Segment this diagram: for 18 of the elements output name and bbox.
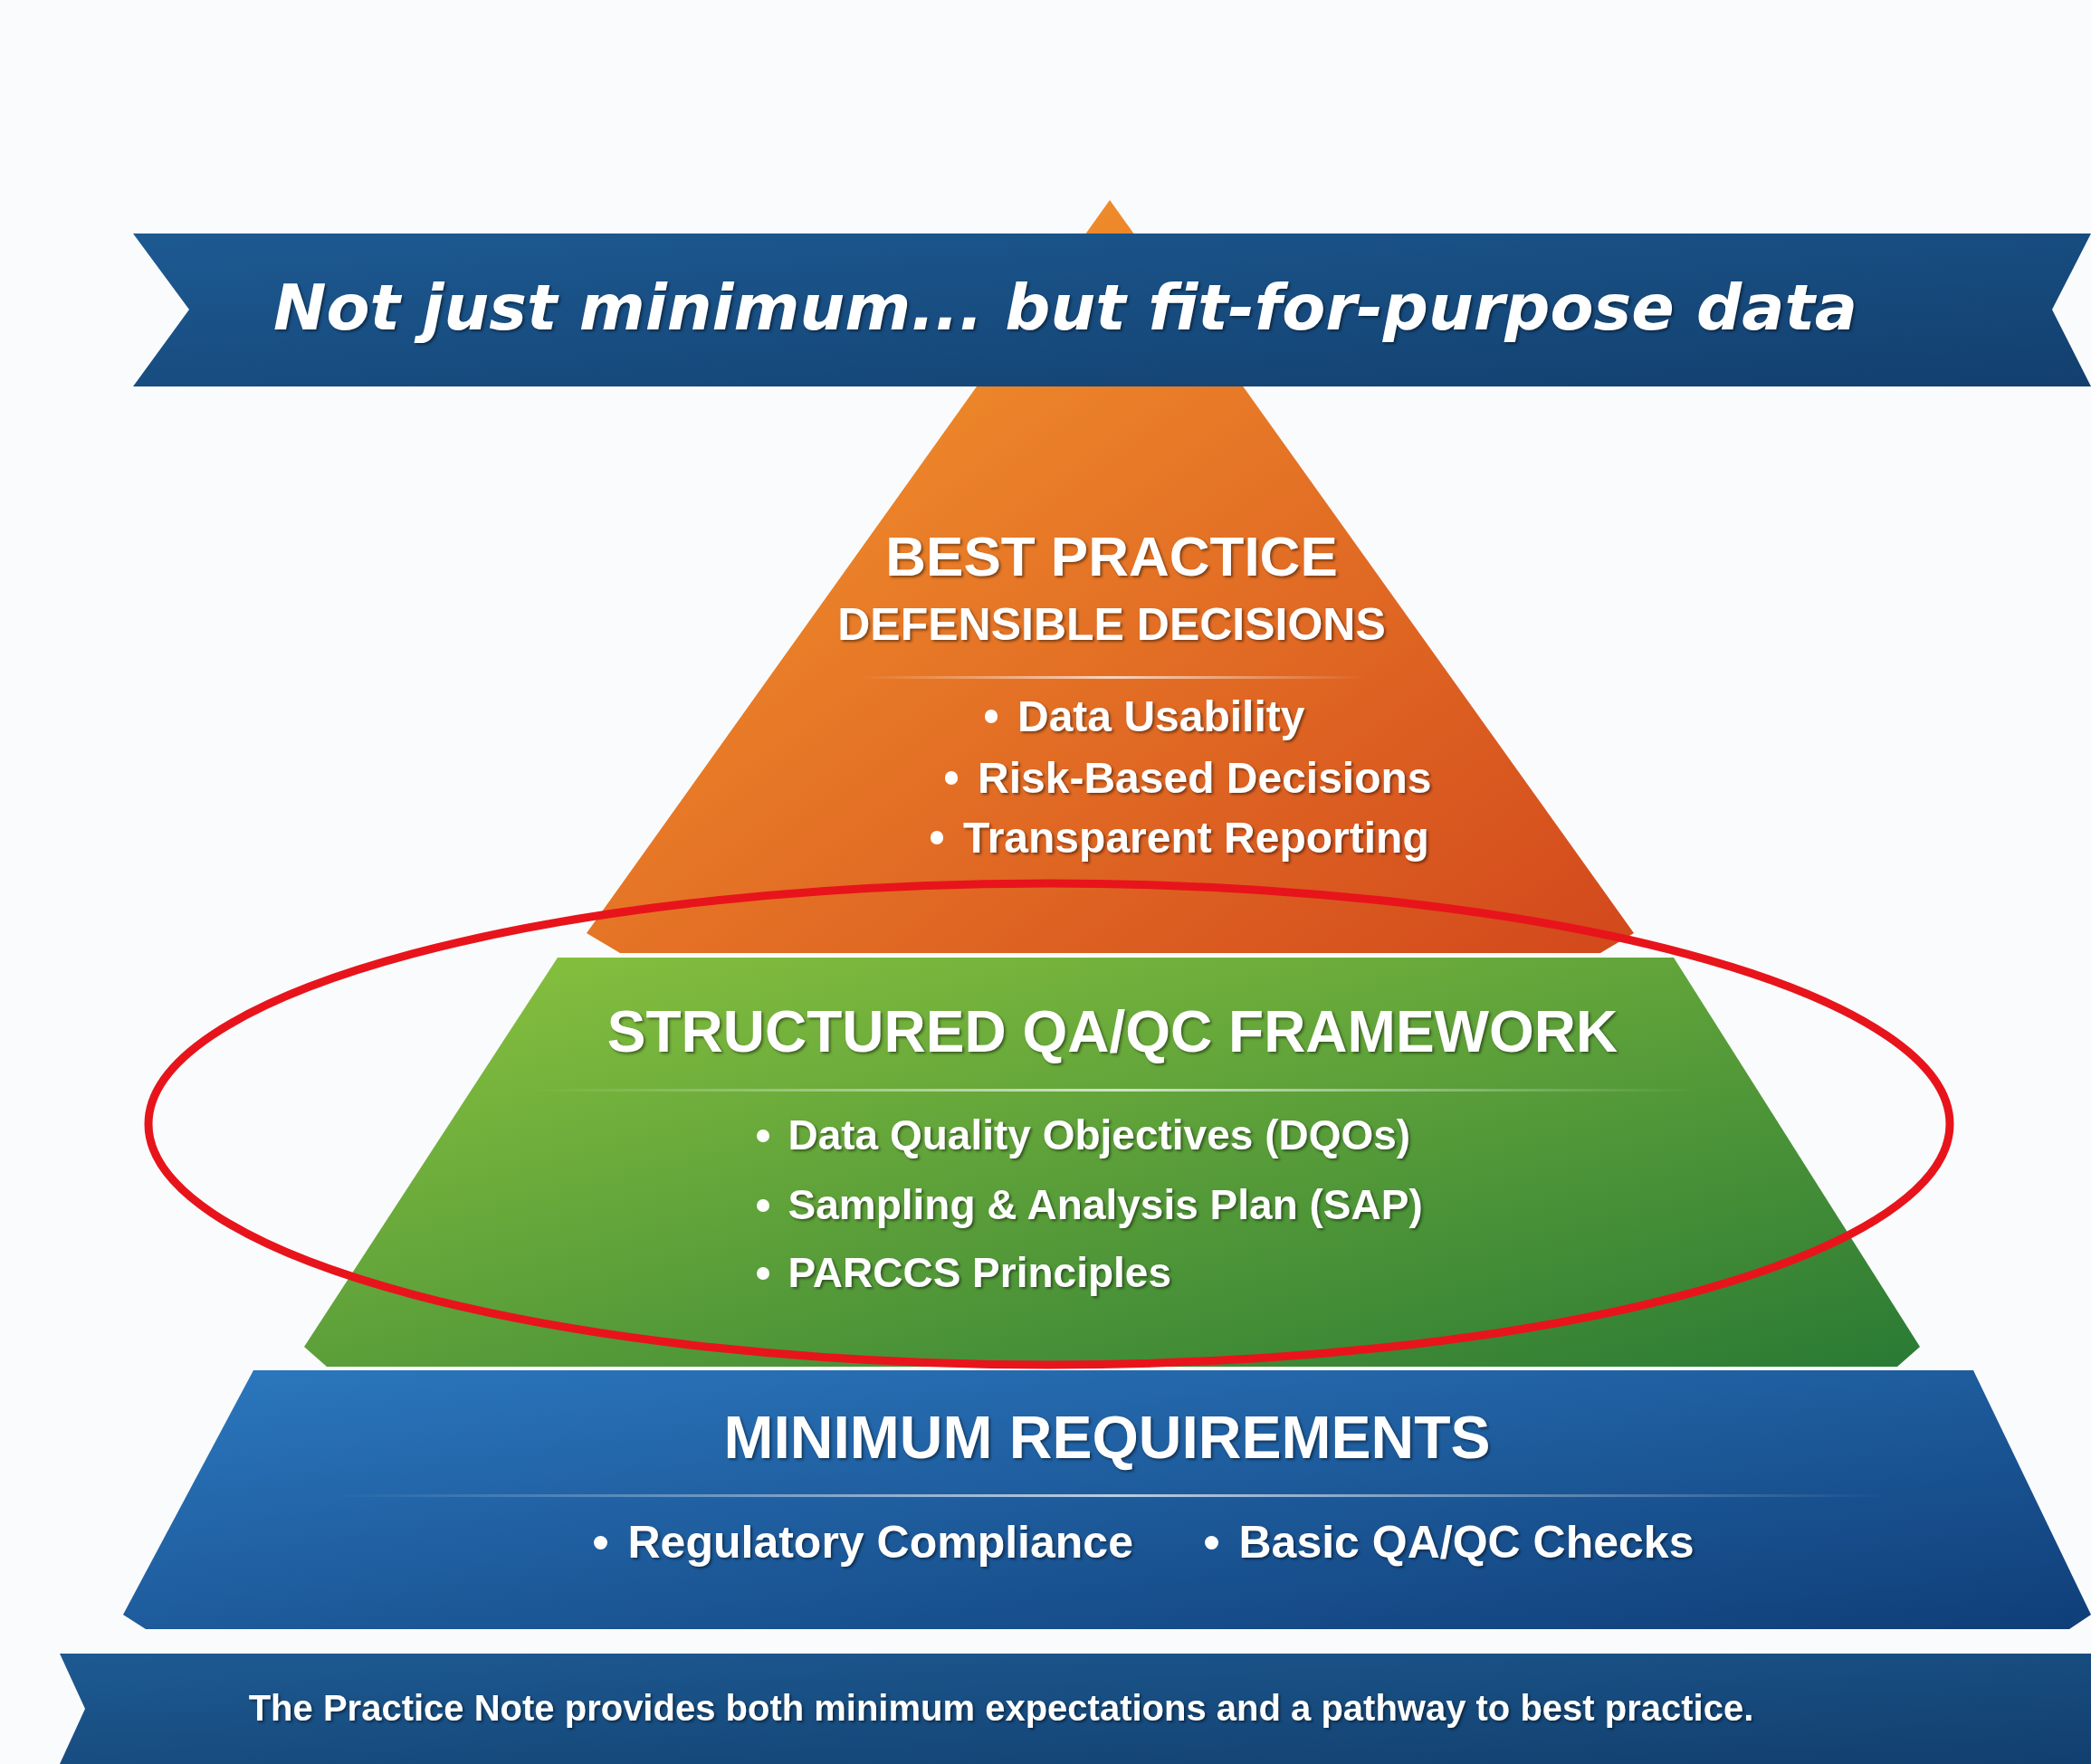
bullet-item: Data Quality Objectives (DQOs) xyxy=(757,1111,1411,1160)
bullet-item: Regulatory Compliance xyxy=(594,1517,1133,1569)
banner-text: The Practice Note provides both minimum expectations and a pathway to best practice. xyxy=(248,1687,1754,1729)
bullet-item: Sampling & Analysis Plan (SAP) xyxy=(757,1181,1423,1230)
title-banner xyxy=(133,234,2091,386)
tier-heading: BEST PRACTICE xyxy=(885,523,1338,589)
tier-subheading: DEFENSIBLE DECISIONS xyxy=(837,599,1386,652)
pyramid-tier xyxy=(123,1370,2091,1629)
bullet-item: Basic QA/QC Checks xyxy=(1205,1517,1695,1569)
bullet-item: Risk-Based Decisions xyxy=(945,753,1432,804)
bullet-item: Data Usability xyxy=(985,691,1305,742)
banner-text: Not just minimum... but fit-for-purpose data xyxy=(272,272,1858,345)
bullet-item: PARCCS Principles xyxy=(757,1249,1171,1298)
bullet-item: Transparent Reporting xyxy=(931,813,1429,863)
tier-heading: STRUCTURED QA/QC FRAMEWORK xyxy=(606,998,1618,1066)
tier-heading: MINIMUM REQUIREMENTS xyxy=(723,1404,1491,1473)
pyramid-tier xyxy=(304,958,1920,1367)
caption-banner xyxy=(60,1654,2091,1764)
